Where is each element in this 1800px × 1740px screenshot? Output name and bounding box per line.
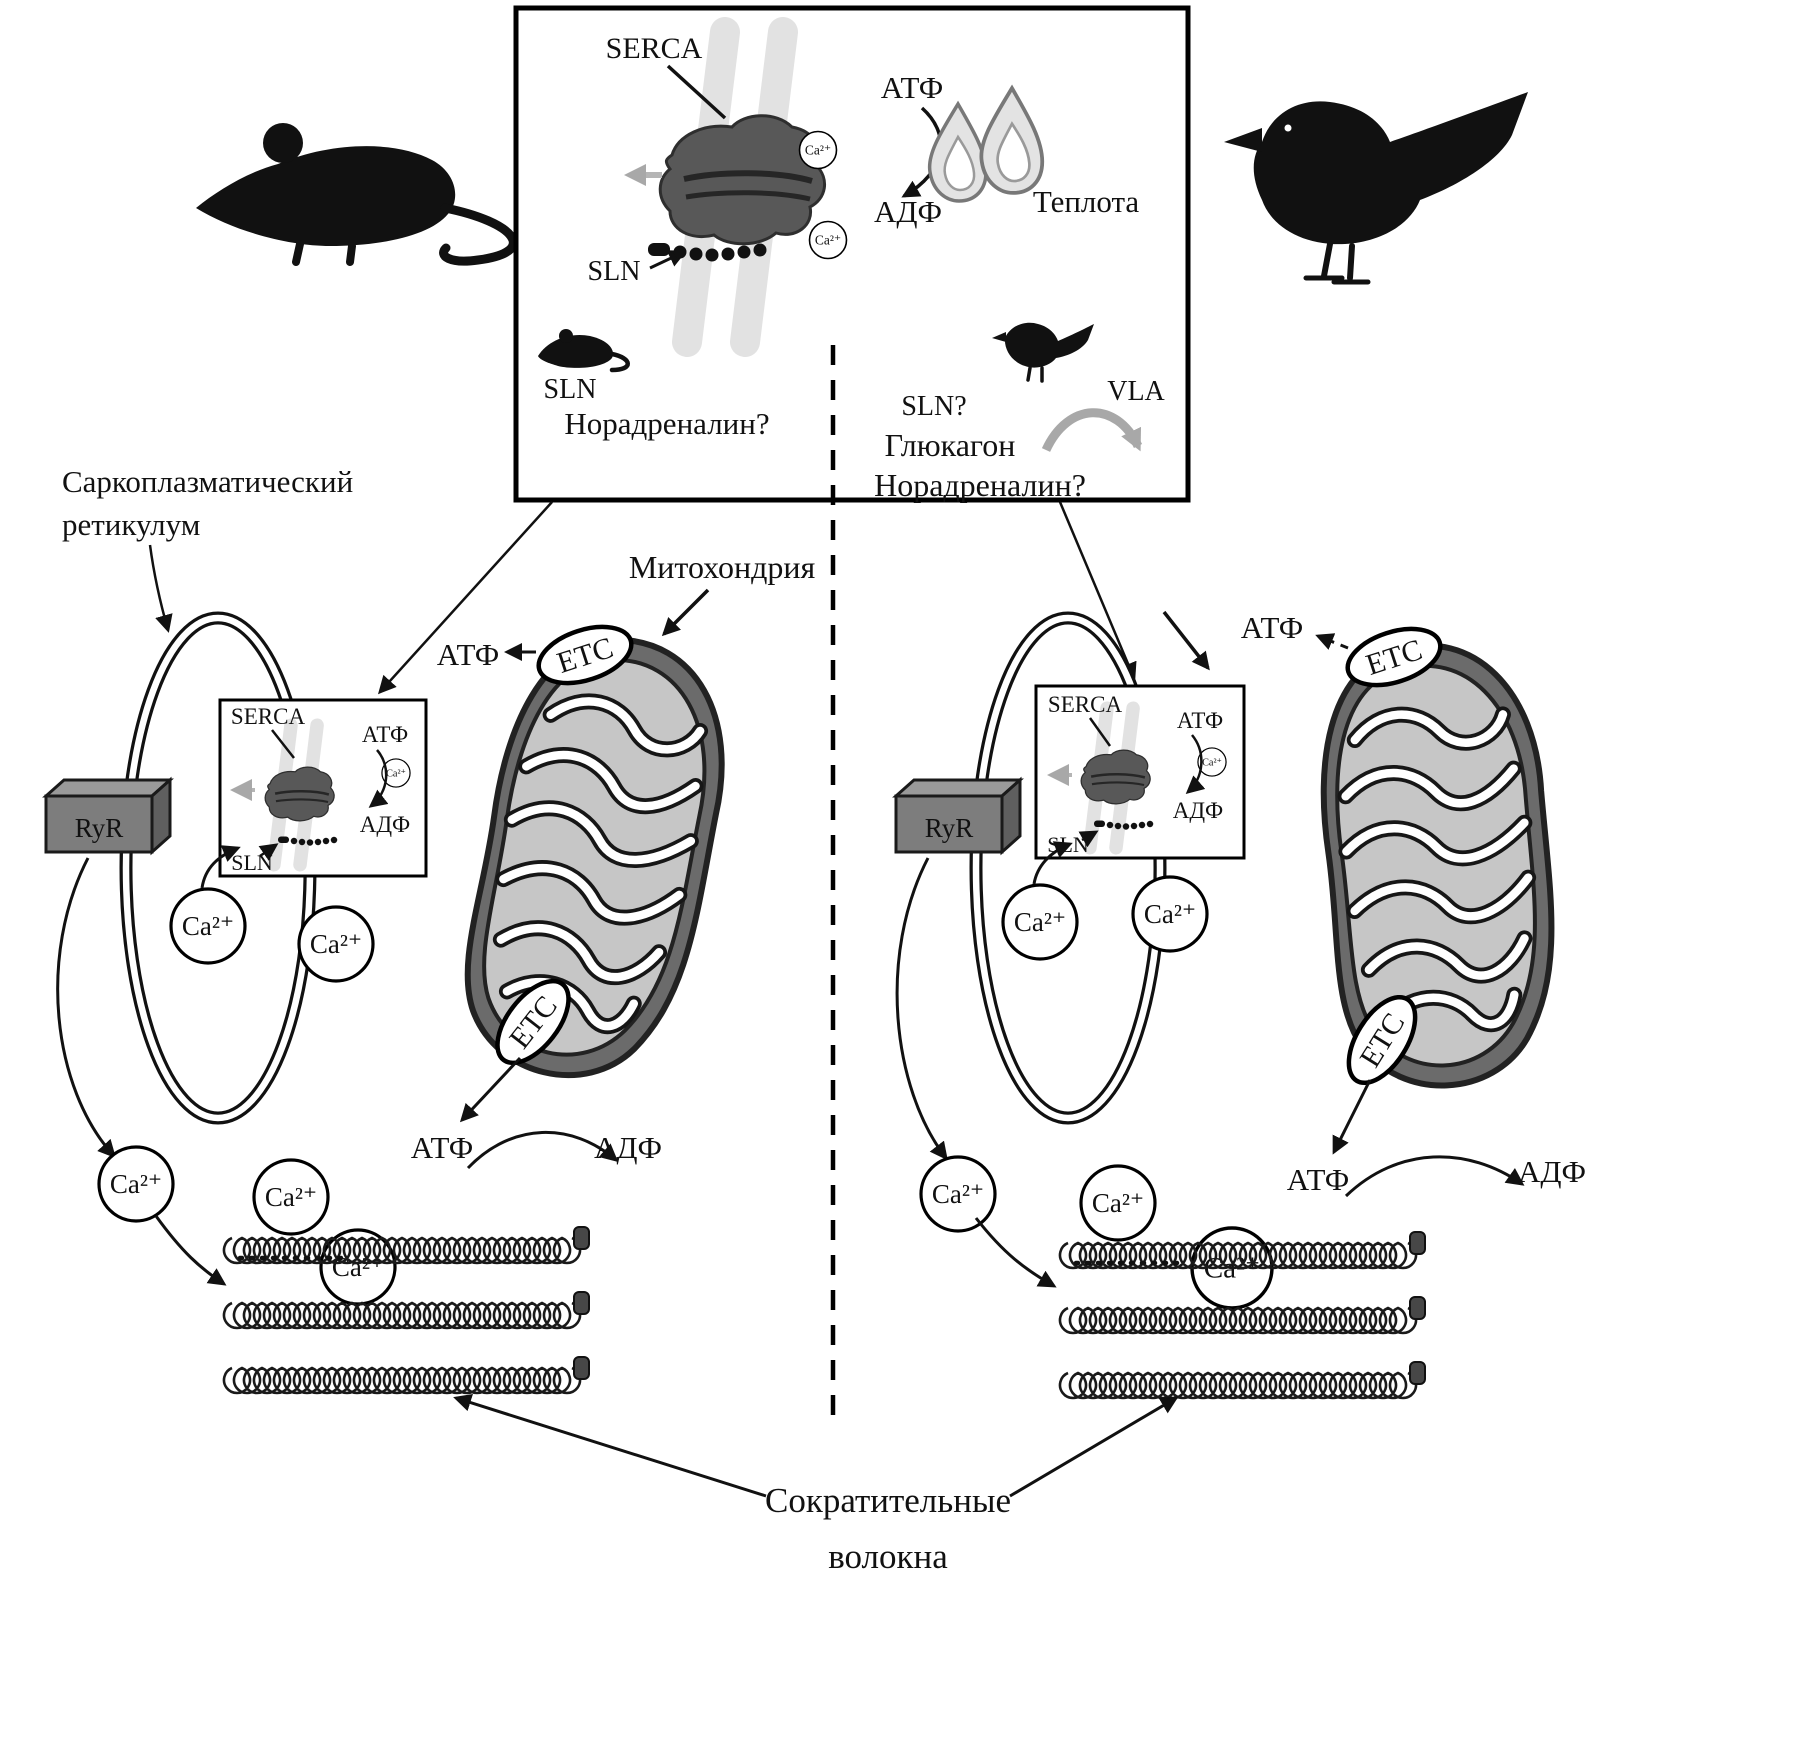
fiber-coil (1058, 1360, 1427, 1400)
atp-label: АТФ (1241, 610, 1303, 645)
inset-content: SERCA АТФ АДФ Теплота SLN SLN Норадренал… (538, 32, 1166, 503)
etc-atp-dashed-arrow (1315, 633, 1349, 650)
ca-ion (798, 130, 838, 170)
right-cell: АТФ SERCA АТФ АДФ SLN АТФ АДФ (894, 610, 1586, 1400)
left-cell: АТФ SERCA АТФ АДФ SLN АТФ АДФ (44, 611, 743, 1395)
vla-arrow (1041, 408, 1143, 452)
adp-label: АДФ (1173, 798, 1223, 823)
atp-adp-arrow (1185, 734, 1206, 794)
atp-adp-cycle-arrow (1344, 1155, 1525, 1198)
bird-glucagon-label: Глюкагон (885, 427, 1016, 463)
serca-label: SERCA (606, 32, 703, 65)
mitochondrion-left (450, 622, 743, 1094)
mouse-noradrenalin-label: Норадреналин? (564, 406, 769, 441)
adp-label: АДФ (360, 812, 410, 837)
sr-label-line2: ретикулум (62, 507, 200, 542)
fibers-pointer-arrow-right (1009, 1396, 1179, 1498)
mitochondria-pointer-arrow (661, 588, 710, 637)
small-mouse-silhouette (538, 329, 630, 373)
sr-label-line1: Саркоплазматический (62, 464, 353, 499)
mitochondria-pointer-arrow-right (1162, 610, 1210, 671)
bird-silhouette (1224, 92, 1528, 285)
small-bird-silhouette (992, 322, 1094, 383)
etc-atp-arrow-bottom (1332, 1079, 1372, 1155)
sln-pointer-arrow (1078, 830, 1099, 848)
ca-ion (1131, 875, 1209, 953)
inset-connector-left (377, 501, 553, 695)
fibers-pointer-arrow-left (453, 1393, 767, 1498)
ca-ion (808, 220, 848, 260)
bird-noradrenalin-label: Норадреналин? (874, 467, 1086, 503)
fibers-label-line2: волокна (828, 1537, 948, 1576)
atp-label: АТФ (1177, 708, 1223, 733)
sln-label: SLN (588, 256, 641, 287)
atp-label: АТФ (881, 70, 943, 105)
sln-label: SLN (231, 850, 273, 875)
ca-ion (252, 1158, 330, 1236)
ca-ion (169, 887, 247, 965)
atp-label: АТФ (362, 722, 408, 747)
serca-pointer-line (666, 64, 727, 120)
ca-release-path-arrow (56, 857, 117, 1159)
atp-label: АТФ (437, 637, 499, 672)
ca-to-fibers-arrow (154, 1215, 227, 1286)
ca-uptake-arrow (200, 845, 241, 889)
atp-label: АТФ (411, 1130, 473, 1165)
serca-pointer-line (1088, 717, 1112, 747)
ca-uptake-arrow (1032, 841, 1073, 885)
sr-pointer-arrow (148, 544, 173, 633)
adp-label: АДФ (1518, 1154, 1586, 1189)
fiber-coil (222, 1290, 591, 1330)
heat-label: Теплота (1033, 184, 1140, 219)
sr-ellipse-inner (972, 614, 1164, 1122)
mouse-silhouette (196, 123, 518, 266)
mitochondria-label: Митохондрия (629, 549, 816, 585)
fiber-coil (222, 1355, 591, 1395)
mitochondrion-right (1306, 635, 1571, 1096)
adp-label: АДФ (594, 1130, 662, 1165)
ca-to-fibers-arrow (974, 1217, 1057, 1288)
ca-ion (1079, 1164, 1157, 1242)
ryr-box (894, 778, 1022, 854)
adp-label: АДФ (874, 194, 942, 229)
ryr-box (44, 778, 172, 854)
serca-label: SERCA (1048, 692, 1123, 717)
ca-ion (1001, 883, 1079, 961)
ca-ion (919, 1155, 997, 1233)
bird-sln-label: SLN? (901, 391, 966, 422)
serca-label: SERCA (231, 704, 306, 729)
ca-ion (297, 905, 375, 983)
serca-pointer-line (271, 729, 295, 759)
ca-release-path-arrow (895, 857, 948, 1161)
atp-adp-arrow (368, 749, 389, 808)
atp-adp-cycle-arrow (466, 1131, 619, 1170)
inset-connector-right (1058, 501, 1137, 681)
sln-pointer-arrow (258, 843, 279, 861)
vla-label: VLA (1107, 376, 1165, 407)
atp-label: АТФ (1287, 1162, 1349, 1197)
mouse-sln-label: SLN (544, 374, 597, 405)
etc-atp-arrow-bottom (459, 1056, 522, 1123)
fibers-label-line1: Сократительные (765, 1481, 1011, 1520)
ca-ion (97, 1145, 175, 1223)
